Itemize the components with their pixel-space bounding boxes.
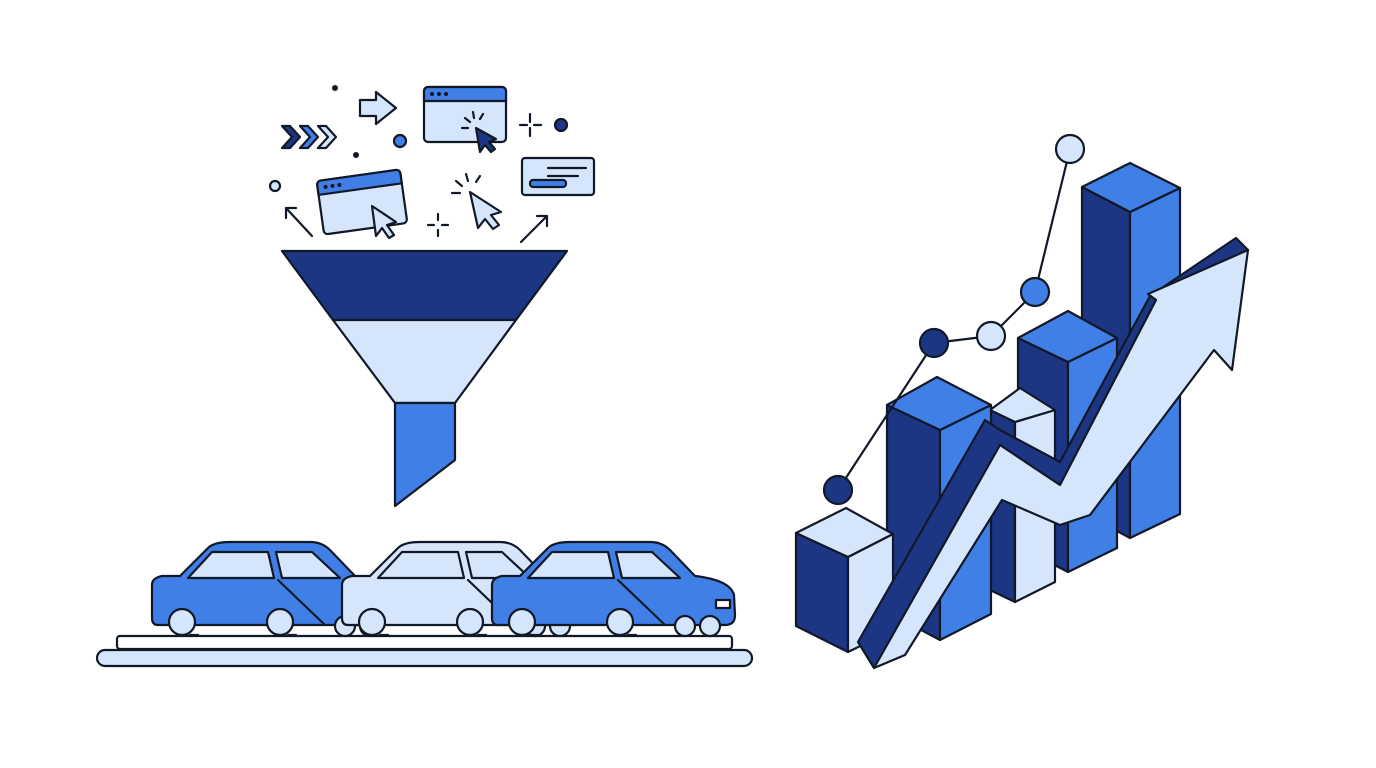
funnel-input-icons (268, 85, 596, 244)
car-icon (150, 540, 397, 638)
trend-arrow-icon (856, 236, 1250, 670)
dot-icon (332, 85, 338, 91)
dot-icon (268, 179, 282, 193)
line-point (822, 474, 854, 506)
line-point (918, 327, 950, 359)
cursor-click-icon (460, 110, 498, 154)
cursor-click-icon (450, 172, 503, 231)
line-point (1054, 133, 1086, 165)
dot-icon (353, 152, 359, 158)
chevrons-right-icon (280, 124, 338, 150)
platform (95, 634, 754, 668)
arrow-right-icon (358, 90, 398, 126)
cars (150, 540, 737, 638)
sparkle-icon (518, 112, 543, 138)
dot-icon (553, 117, 569, 133)
funnel (280, 249, 569, 508)
browser-window-icon (316, 168, 408, 236)
arrow-up-right-icon (519, 214, 549, 244)
arrow-up-left-icon (284, 206, 314, 238)
line-graph-icon (822, 133, 1086, 506)
line-point (975, 320, 1007, 352)
line-point (1019, 276, 1051, 308)
card-icon (520, 156, 596, 197)
car-icon (490, 540, 737, 638)
sparkle-icon (426, 212, 450, 238)
cursor-icon (370, 204, 398, 240)
dot-icon (392, 133, 408, 149)
browser-window-icon (422, 85, 508, 144)
